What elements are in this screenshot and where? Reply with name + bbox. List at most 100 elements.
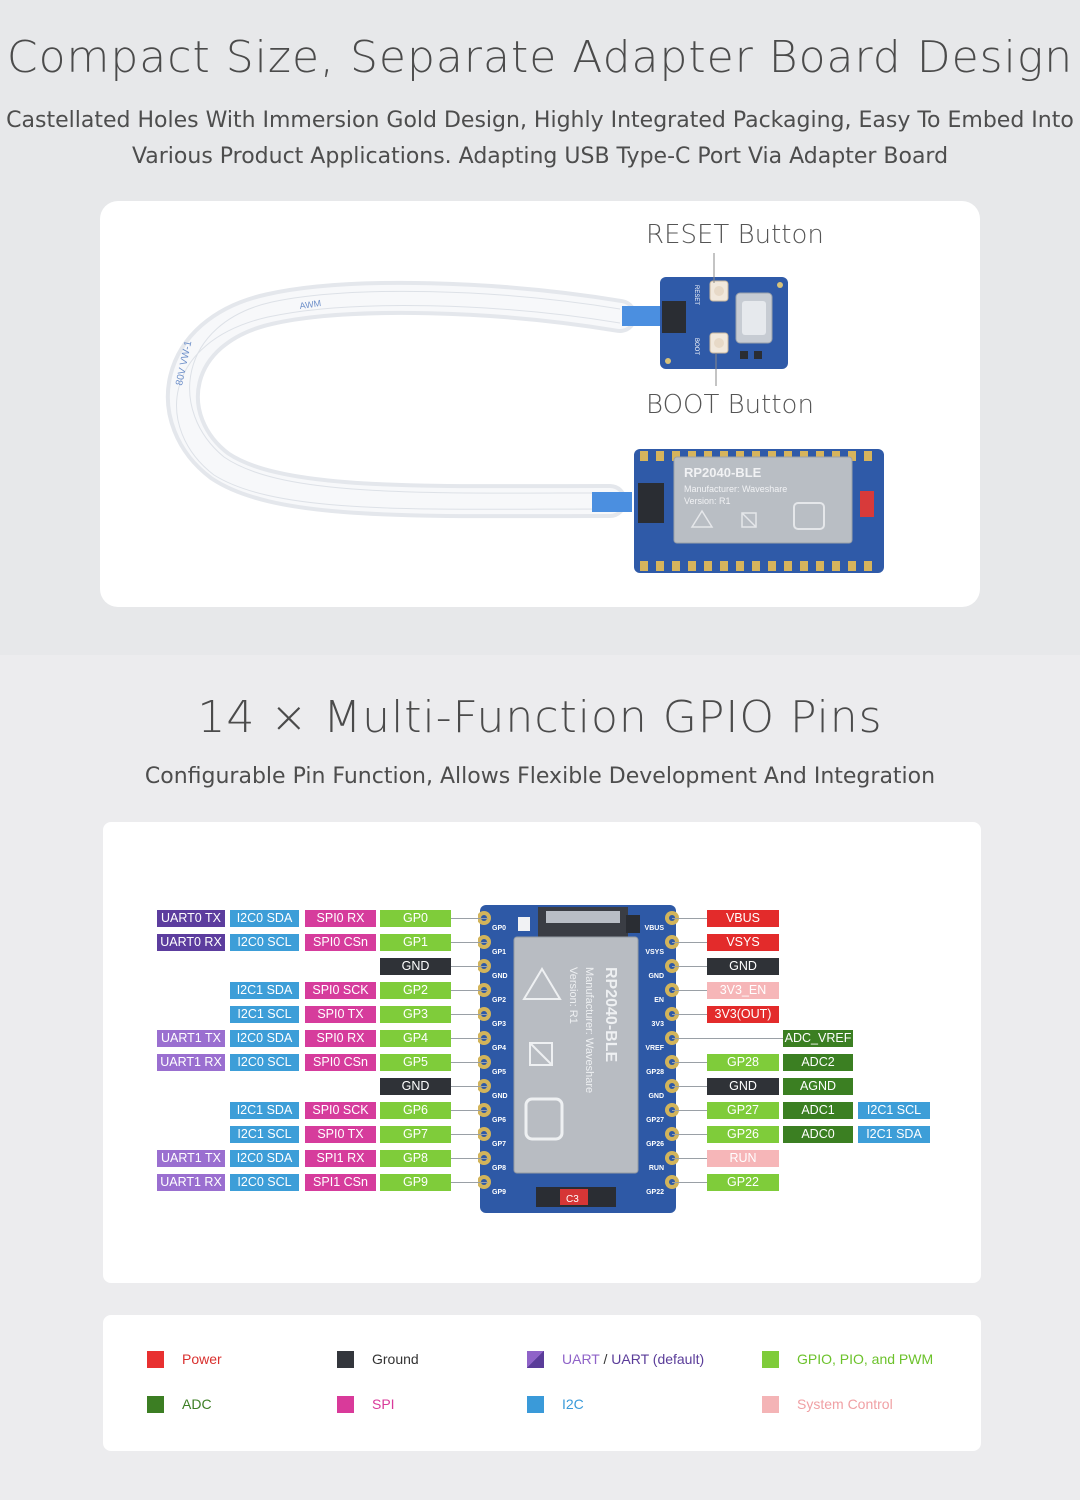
pinout-board-version: Version: R1 xyxy=(567,967,579,1024)
pin-spi-label: SPI0 CSn xyxy=(305,934,376,951)
pin-i2c-label: I2C0 SCL xyxy=(230,934,299,951)
pin-spi-label: SPI1 CSn xyxy=(305,1174,376,1191)
section1-subtitle-line1: Castellated Holes With Immersion Gold De… xyxy=(6,108,1074,133)
pin-i2c-label: I2C0 SCL xyxy=(230,1174,299,1191)
cable-print-2: AWM xyxy=(299,298,322,311)
legend-label: Ground xyxy=(372,1351,419,1368)
pin-leader-line xyxy=(451,1086,488,1087)
legend-label: System Control xyxy=(797,1396,893,1413)
pin-i2c-label: I2C0 SDA xyxy=(230,1150,299,1167)
pin-power-label: 3V3(OUT) xyxy=(707,1006,779,1023)
pin-gpio-label: GP27 xyxy=(707,1102,779,1119)
pin-gpio-label: GP26 xyxy=(707,1126,779,1143)
pin-system-label: 3V3_EN xyxy=(707,982,779,999)
board-pin-text: 3V3 xyxy=(652,1021,665,1028)
module-manufacturer: Manufacturer: Waveshare xyxy=(684,484,787,494)
board-pin-text: GND xyxy=(492,1093,508,1100)
board-pin-text: GP8 xyxy=(492,1165,506,1172)
pin-gpio-label: GP1 xyxy=(380,934,451,951)
legend-label: ADC xyxy=(182,1396,212,1413)
pin-ground-label: GND xyxy=(707,1078,779,1095)
pin-gpio-label: GP6 xyxy=(380,1102,451,1119)
legend-swatch xyxy=(147,1396,164,1413)
board-pin-text: EN xyxy=(654,997,664,1004)
pin-i2c-label: I2C0 SCL xyxy=(230,1054,299,1071)
legend-label-text: GPIO, PIO, and PWM xyxy=(797,1351,934,1367)
pin-system-label: RUN xyxy=(707,1150,779,1167)
pin-i2c-label: I2C1 SDA xyxy=(230,1102,299,1119)
pin-spi-label: SPI0 CSn xyxy=(305,1054,376,1071)
pin-leader-line xyxy=(451,1182,488,1183)
pin-leader-line xyxy=(451,1014,488,1015)
board-pin-text: GP22 xyxy=(646,1189,664,1196)
board-pin-text: GP0 xyxy=(492,925,506,932)
legend-card xyxy=(103,1315,981,1451)
product-illustration: 80V VW-1 AWM RESET BOOT xyxy=(165,253,884,573)
pin-ground-label: GND xyxy=(380,958,451,975)
pin-adc-label: ADC0 xyxy=(783,1126,853,1143)
module-name: RP2040-BLE xyxy=(684,465,762,480)
pin-spi-label: SPI0 RX xyxy=(305,910,376,927)
pin-leader-line xyxy=(451,918,488,919)
pin-leader-line xyxy=(451,966,488,967)
legend-swatch xyxy=(337,1396,354,1413)
legend-label-text: ADC xyxy=(182,1396,212,1412)
board-pin-text: GP5 xyxy=(492,1069,506,1076)
pin-leader-line xyxy=(451,990,488,991)
pin-adc-label: ADC2 xyxy=(783,1054,853,1071)
legend-label-text: Ground xyxy=(372,1351,419,1367)
legend-label: UART / UART (default) xyxy=(562,1351,704,1368)
pin-leader-line xyxy=(672,1134,707,1135)
pin-i2c-label: I2C1 SCL xyxy=(230,1126,299,1143)
rp2040-ble-module: RP2040-BLE Manufacturer: Waveshare Versi… xyxy=(634,449,884,573)
legend-label-text: Power xyxy=(182,1351,222,1367)
pin-gpio-label: GP8 xyxy=(380,1150,451,1167)
pin-leader-line xyxy=(451,1134,488,1135)
legend-swatch xyxy=(147,1351,164,1368)
pin-leader-line xyxy=(451,1110,488,1111)
board-pin-text: VSYS xyxy=(645,949,664,956)
pin-leader-line xyxy=(451,1158,488,1159)
board-pin-text: GP7 xyxy=(492,1141,506,1148)
product-photo-card: 80V VW-1 AWM RESET BOOT xyxy=(100,201,980,607)
legend-swatch xyxy=(527,1396,544,1413)
pin-spi-label: SPI0 SCK xyxy=(305,1102,376,1119)
pinout-board-name: RP2040-BLE xyxy=(602,967,619,1062)
boot-button-callout: BOOT Button xyxy=(646,390,814,420)
pin-adc-label: ADC_VREF xyxy=(783,1030,853,1047)
pin-leader-line xyxy=(672,1182,707,1183)
pin-i2c-label: I2C0 SDA xyxy=(230,910,299,927)
board-pin-text: GP9 xyxy=(492,1189,506,1196)
section1-title: Compact Size, Separate Adapter Board Des… xyxy=(6,32,1074,83)
pin-gpio-label: GP3 xyxy=(380,1006,451,1023)
legend-swatch xyxy=(762,1351,779,1368)
pinout-board-manufacturer: Manufacturer: Waveshare xyxy=(583,967,595,1093)
pin-leader-line xyxy=(672,1086,707,1087)
pin-leader-line xyxy=(451,1062,488,1063)
pin-gpio-label: GP5 xyxy=(380,1054,451,1071)
pin-i2c-label: I2C1 SDA xyxy=(230,982,299,999)
pin-leader-line xyxy=(672,990,707,991)
pin-gpio-label: GP7 xyxy=(380,1126,451,1143)
pin-adc-label: ADC1 xyxy=(783,1102,853,1119)
pin-gpio-label: GP4 xyxy=(380,1030,451,1047)
pin-uart-label: UART0 RX xyxy=(157,934,225,951)
legend-label: I2C xyxy=(562,1396,584,1413)
pin-spi-label: SPI0 SCK xyxy=(305,982,376,999)
ribbon-cable: 80V VW-1 AWM xyxy=(165,280,662,519)
pin-uart-label: UART0 TX xyxy=(157,910,225,927)
adapter-reset-label: RESET xyxy=(693,285,699,305)
legend-separator: / xyxy=(599,1351,612,1367)
board-pin-text: GP27 xyxy=(646,1117,664,1124)
pin-leader-line xyxy=(451,1038,488,1039)
adapter-board: RESET BOOT xyxy=(660,277,788,369)
section2-title: 14 × Multi-Function GPIO Pins xyxy=(197,692,883,743)
pin-gpio-label: GP28 xyxy=(707,1054,779,1071)
pin-adc-label: AGND xyxy=(783,1078,853,1095)
legend-swatch xyxy=(762,1396,779,1413)
legend-label: Power xyxy=(182,1351,222,1368)
pin-spi-label: SPI0 RX xyxy=(305,1030,376,1047)
board-pin-text: GP1 xyxy=(492,949,506,956)
legend-label: SPI xyxy=(372,1396,395,1413)
